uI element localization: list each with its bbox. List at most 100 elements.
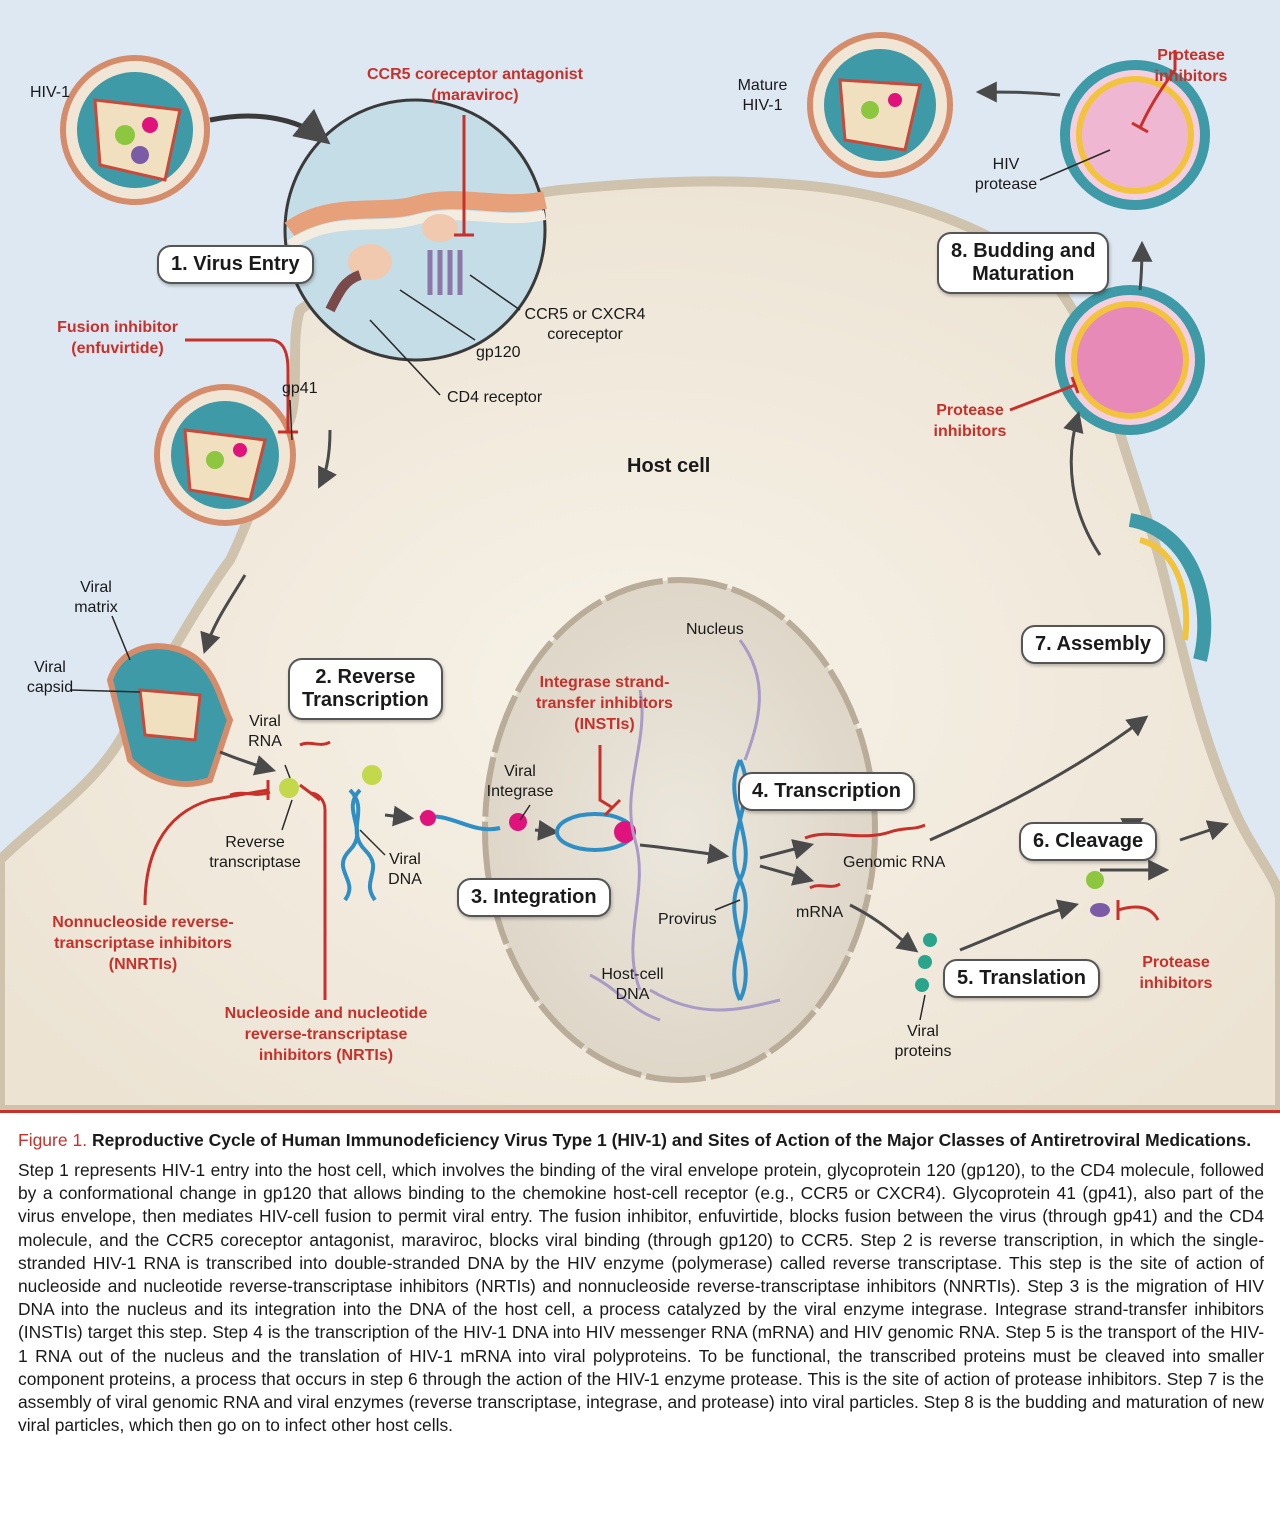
inhibitor-fusion-line2: (enfuvirtide)	[71, 340, 164, 357]
inhibitor-fusion: Fusion inhibitor (enfuvirtide)	[50, 317, 185, 359]
hiv-cycle-diagram: HIV-1 CCR5 coreceptor antagonist (maravi…	[0, 0, 1280, 1110]
caption-title-line: Figure 1. Reproductive Cycle of Human Im…	[18, 1129, 1268, 1151]
caption-title: Reproductive Cycle of Human Immunodefici…	[91, 1130, 1252, 1150]
entry-magnifier	[283, 98, 547, 362]
label-mature-hiv: Mature HIV-1	[735, 76, 790, 116]
inhibitor-insti-line3: (INSTIs)	[574, 716, 635, 733]
ribosome-cluster	[915, 933, 937, 992]
label-viral-dna-line1: Viral	[389, 851, 421, 868]
step-2-line2: Transcription	[302, 689, 429, 711]
inhibitor-protease-maturation-line1: Protease	[1157, 47, 1225, 64]
assembly-site	[1128, 513, 1212, 662]
inhibitor-ccr5-line1: CCR5 coreceptor antagonist	[366, 66, 584, 83]
virus-mature	[807, 32, 953, 178]
step-8-line2: Maturation	[972, 263, 1075, 285]
inhibitor-nrti: Nucleoside and nucleotide reverse-transc…	[215, 1003, 437, 1066]
inhibitor-nrti-line3: inhibitors (NRTIs)	[258, 1047, 394, 1064]
step-8-budding-maturation: 8. Budding and Maturation	[937, 232, 1110, 294]
label-hiv-protease: HIV protease	[970, 155, 1042, 195]
label-hiv1: HIV-1	[30, 84, 71, 101]
virus-budding	[1055, 285, 1205, 435]
label-mature-hiv-line2: HIV-1	[742, 97, 783, 114]
label-viral-rna-line1: Viral	[249, 713, 281, 730]
step-5-translation: 5. Translation	[943, 959, 1100, 998]
label-viral-matrix: Viral matrix	[66, 578, 126, 618]
inhibitor-protease-cleavage: Protease inhibitors	[1136, 952, 1216, 994]
inhibitor-protease-cleavage-line1: Protease	[1142, 954, 1210, 971]
label-hiv-protease-line2: protease	[974, 176, 1038, 193]
step-6-cleavage: 6. Cleavage	[1019, 822, 1158, 861]
caption-body: Step 1 represents HIV-1 entry into the h…	[18, 1160, 1264, 1436]
figure-caption: Figure 1. Reproductive Cycle of Human Im…	[0, 1110, 1280, 1527]
label-viral-proteins-line2: proteins	[894, 1043, 952, 1060]
label-host-cell: Host cell	[627, 455, 711, 477]
label-nucleus: Nucleus	[686, 621, 744, 638]
label-genomic-rna: Genomic RNA	[843, 854, 946, 871]
diagram-artwork	[0, 0, 1280, 1110]
inhibitor-nrti-line2: reverse-transcriptase	[244, 1026, 408, 1043]
label-ccr5-coreceptor: CCR5 or CXCR4 coreceptor	[520, 305, 650, 345]
inhibitor-insti: Integrase strand- transfer inhibitors (I…	[527, 672, 682, 735]
label-integrase-line1: Viral	[504, 763, 536, 780]
label-viral-rna: Viral RNA	[240, 712, 290, 752]
label-viral-capsid: Viral capsid	[20, 658, 80, 698]
step-7-assembly: 7. Assembly	[1021, 625, 1165, 664]
inhibitor-nrti-line1: Nucleoside and nucleotide	[224, 1005, 428, 1022]
label-host-cell-dna: Host-cell DNA	[595, 965, 670, 1005]
label-viral-capsid-line1: Viral	[34, 659, 66, 676]
inhibitor-protease-maturation: Protease inhibitors	[1151, 45, 1231, 87]
label-host-dna-line1: Host-cell	[601, 966, 664, 983]
label-gp41: gp41	[282, 380, 318, 397]
inhibitor-protease-maturation-line2: inhibitors	[1154, 68, 1228, 85]
step-3-integration: 3. Integration	[457, 878, 611, 917]
mrna	[809, 882, 841, 890]
label-viral-dna-line2: DNA	[388, 871, 422, 888]
label-viral-capsid-line2: capsid	[26, 679, 74, 696]
inhibitor-protease-budding-line2: inhibitors	[933, 423, 1007, 440]
label-cd4-receptor: CD4 receptor	[447, 389, 543, 406]
label-ccr5-line2: coreceptor	[547, 326, 623, 343]
step-2-line1: 2. Reverse	[315, 666, 416, 688]
inhibitor-nnrti-line2: transcriptase inhibitors	[54, 935, 232, 952]
caption-figure-number: Figure 1.	[18, 1130, 88, 1150]
label-mature-hiv-line1: Mature	[737, 77, 788, 94]
label-provirus: Provirus	[658, 911, 717, 928]
step-2-reverse-transcription: 2. Reverse Transcription	[288, 658, 443, 720]
host-dna	[629, 689, 644, 991]
step-1-virus-entry: 1. Virus Entry	[157, 245, 314, 284]
label-viral-dna: Viral DNA	[380, 850, 430, 890]
label-mrna: mRNA	[796, 904, 844, 921]
label-rt-line2: transcriptase	[209, 854, 301, 871]
label-gp120: gp120	[476, 344, 521, 361]
step-8-line1: 8. Budding and	[951, 240, 1096, 262]
step-4-transcription: 4. Transcription	[738, 772, 915, 811]
label-viral-proteins-line1: Viral	[907, 1023, 939, 1040]
virus-incoming	[60, 55, 210, 205]
label-integrase-line2: Integrase	[486, 783, 554, 800]
label-viral-integrase: Viral Integrase	[480, 762, 560, 802]
genomic-rna	[804, 823, 926, 840]
inhibitor-nnrti: Nonnucleoside reverse- transcriptase inh…	[38, 912, 248, 975]
label-viral-matrix-line1: Viral	[80, 579, 112, 596]
label-rt-line1: Reverse	[225, 834, 285, 851]
inhibitor-insti-line2: transfer inhibitors	[536, 695, 673, 712]
inhibitor-ccr5-antagonist: CCR5 coreceptor antagonist (maraviroc)	[360, 64, 590, 106]
inhibitor-insti-line1: Integrase strand-	[539, 674, 670, 691]
inhibitor-nnrti-line1: Nonnucleoside reverse-	[52, 914, 234, 931]
label-viral-proteins: Viral proteins	[888, 1022, 958, 1062]
viral-dna	[348, 788, 377, 902]
label-viral-rna-line2: RNA	[248, 733, 282, 750]
label-viral-matrix-line2: matrix	[74, 599, 118, 616]
virus-fusing	[154, 384, 296, 526]
label-host-dna-line2: DNA	[615, 986, 650, 1003]
label-ccr5-line1: CCR5 or CXCR4	[524, 306, 646, 323]
inhibitor-protease-budding: Protease inhibitors	[930, 400, 1010, 442]
label-reverse-transcriptase: Reverse transcriptase	[200, 833, 310, 873]
inhibitor-protease-budding-line1: Protease	[936, 402, 1004, 419]
label-hiv-protease-line1: HIV	[992, 156, 1020, 173]
inhibitor-ccr5-line2: (maraviroc)	[431, 87, 519, 104]
virus-immature	[1060, 60, 1210, 210]
inhibitor-nnrti-line3: (NNRTIs)	[108, 956, 178, 973]
inhibitor-protease-cleavage-line2: inhibitors	[1139, 975, 1213, 992]
inhibitor-fusion-line1: Fusion inhibitor	[57, 319, 178, 336]
